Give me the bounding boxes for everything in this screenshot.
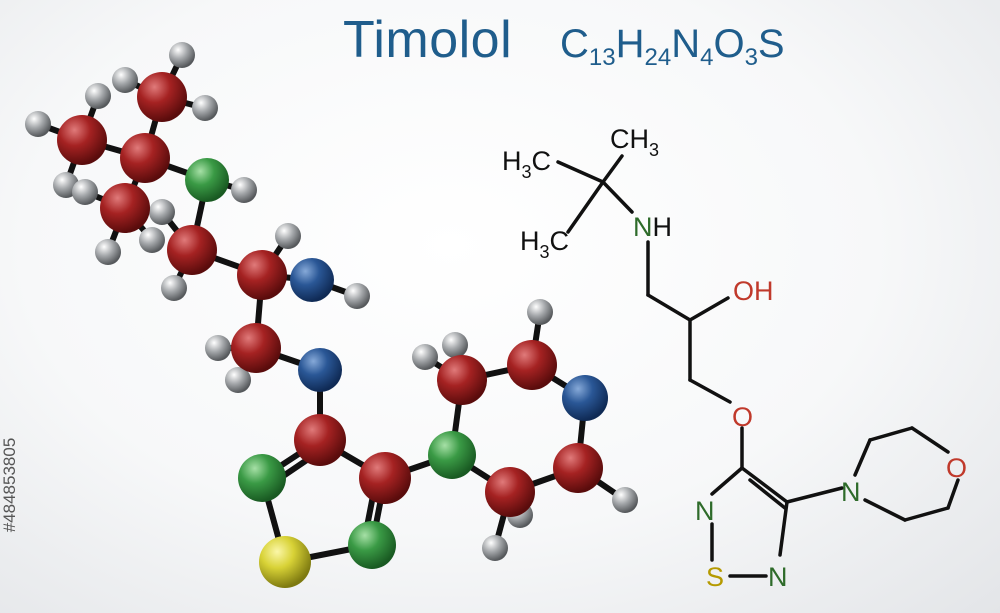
- oxygen-ball-icon: [185, 158, 229, 202]
- carbon-ball-icon: [294, 414, 346, 466]
- skeletal-formula: [556, 154, 960, 578]
- formula-count: 24: [644, 44, 672, 71]
- stock-id-watermark: #484853805: [0, 437, 19, 533]
- ball-and-stick-model: [25, 42, 638, 588]
- carbon-ball-icon: [100, 183, 150, 233]
- h3c-bottom-label: H3C: [520, 226, 569, 262]
- nitrogen-ball-icon: [562, 375, 608, 421]
- ether-oxygen-label: O: [732, 402, 753, 432]
- hydrogen-ball-icon: [85, 83, 111, 109]
- carbon-ball-icon: [485, 467, 535, 517]
- hydrogen-ball-icon: [169, 42, 195, 68]
- hydrogen-ball-icon: [482, 535, 508, 561]
- carbon-ball-icon: [167, 225, 217, 275]
- carbon-ball-icon: [231, 323, 281, 373]
- carbon-ball-icon: [137, 72, 187, 122]
- hydrogen-ball-icon: [275, 223, 301, 249]
- oxygen-ball-icon: [428, 431, 476, 479]
- carbon-ball-icon: [237, 250, 287, 300]
- hydrogen-ball-icon: [412, 344, 438, 370]
- morpholine-oxygen-label: O: [946, 453, 967, 483]
- h3c-left-label: H3C: [502, 146, 551, 182]
- hydrogen-ball-icon: [161, 275, 187, 301]
- oxygen-ball-icon: [348, 521, 396, 569]
- nitrogen-ball-icon: [290, 258, 334, 302]
- formula-element: S: [757, 22, 785, 66]
- hydrogen-ball-icon: [612, 487, 638, 513]
- carbon-ball-icon: [437, 355, 487, 405]
- carbon-ball-icon: [359, 452, 411, 504]
- hydrogen-ball-icon: [192, 95, 218, 121]
- hydrogen-atoms: [25, 42, 638, 561]
- ring-nitrogen-2-label: N: [768, 562, 788, 592]
- formula-element: O: [713, 22, 745, 66]
- hydrogen-ball-icon: [25, 111, 51, 137]
- ch3-top-label: CH3: [610, 124, 659, 160]
- compound-title: Timolol: [343, 11, 513, 69]
- hydroxyl-label: OH: [733, 276, 774, 306]
- formula-element: H: [615, 22, 645, 66]
- hydrogen-ball-icon: [149, 199, 175, 225]
- formula-count: 13: [588, 44, 616, 71]
- carbon-ball-icon: [57, 115, 107, 165]
- heavy-atoms: [57, 72, 608, 588]
- hydrogen-ball-icon: [72, 179, 98, 205]
- nitrogen-ball-icon: [298, 348, 342, 392]
- morpholine-nitrogen-label: N: [841, 477, 861, 507]
- formula-count: 4: [700, 44, 714, 71]
- ring-nitrogen-1-label: N: [695, 496, 715, 526]
- hydrogen-ball-icon: [95, 239, 121, 265]
- hydrogen-ball-icon: [112, 67, 138, 93]
- ring-sulfur-label: S: [706, 562, 724, 592]
- formula-element: N: [671, 22, 701, 66]
- hydrogen-ball-icon: [139, 227, 165, 253]
- hydrogen-ball-icon: [225, 367, 251, 393]
- molecular-formula: C13H24N4O3S: [560, 22, 785, 72]
- sulfur-ball-icon: [259, 536, 311, 588]
- oxygen-ball-icon: [238, 454, 286, 502]
- skeletal-labels: CH3 H3C H3C NH OH O N S N N: [502, 124, 967, 592]
- hydrogen-ball-icon: [344, 283, 370, 309]
- carbon-ball-icon: [507, 340, 557, 390]
- formula-element: C: [560, 22, 589, 66]
- carbon-ball-icon: [553, 443, 603, 493]
- hydrogen-ball-icon: [442, 332, 468, 358]
- hydrogen-ball-icon: [205, 335, 231, 361]
- hydrogen-ball-icon: [231, 177, 257, 203]
- formula-count: 3: [744, 44, 758, 71]
- hydrogen-ball-icon: [527, 299, 553, 325]
- carbon-ball-icon: [120, 133, 170, 183]
- amine-nh-label: NH: [633, 212, 672, 242]
